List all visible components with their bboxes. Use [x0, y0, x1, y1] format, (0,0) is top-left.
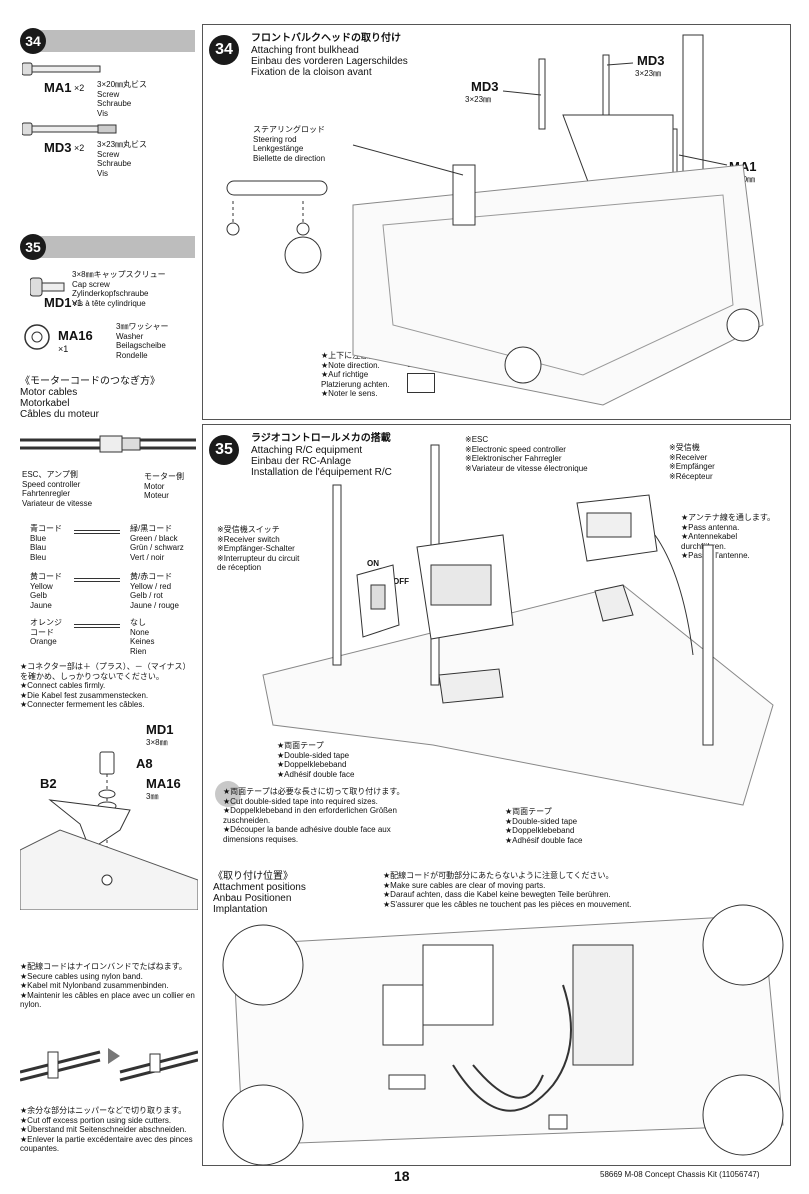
motor-side-label: モーター側 Motor Moteur	[144, 472, 184, 500]
screw-md3-icon	[22, 122, 117, 136]
cord-pair-3-right: なし None Keines Rien	[130, 618, 155, 656]
cord-pair-1-right: 緑/黒コード Green / black Grün / schwarz Vert…	[130, 524, 184, 562]
step35-title-de: Einbau der RC-Anlage	[251, 456, 352, 467]
step35-number: 35	[209, 435, 239, 465]
md3-callout-b-size: 3×23㎜	[635, 69, 662, 78]
receiver-label: ※受信機 ※Receiver ※Empfänger ※Récepteur	[669, 443, 715, 481]
step35-parts-bar	[38, 236, 195, 258]
receiver-switch-label: ※受信機スイッチ ※Receiver switch ※Empfänger-Sch…	[217, 525, 300, 572]
step34-title-jp: フロントバルクヘッドの取り付け	[251, 33, 401, 44]
esc-label: ※ESC ※Electronic speed controller ※Elekt…	[465, 435, 588, 473]
cap-screw-md1-icon	[30, 277, 65, 297]
mount-a8-label: A8	[136, 756, 153, 771]
mount-md1-label: MD1	[146, 722, 174, 737]
page-number: 18	[394, 1168, 410, 1184]
md3-desc: 3×23㎜丸ビス Screw Schraube Vis	[97, 140, 148, 178]
cord-pair-2-line	[74, 578, 120, 582]
step34-title-de: Einbau des vorderen Lagerschildes	[251, 56, 408, 67]
md1-desc: 3×8㎜キャップスクリュー Cap screw Zylinderkopfschr…	[72, 270, 166, 308]
step34-parts-number: 34	[20, 28, 46, 54]
tape-label-1: ★両面テープ ★Double-sided tape ★Doppelklebeba…	[277, 741, 355, 779]
step34-title-en: Attaching front bulkhead	[251, 45, 359, 56]
mount-b2-label: B2	[40, 776, 57, 791]
bracket-mount-illustration	[20, 751, 198, 910]
step35-panel: 35 ラジオコントロールメカの搭載 Attaching R/C equipmen…	[202, 424, 791, 1166]
md3-qty: ×2	[74, 143, 85, 153]
cable-clearance-note: ★配線コードが可動部分にあたらないように注意してください。 ★Make sure…	[383, 871, 632, 909]
nylon-band-illustration	[20, 1048, 198, 1082]
mount-ma16-size: 3㎜	[146, 792, 159, 801]
step34-title-fr: Fixation de la cloison avant	[251, 67, 372, 78]
md3-callout-a-size: 3×23㎜	[465, 95, 492, 104]
md3-label: MD3	[44, 140, 72, 155]
tape-label-2: ★両面テープ ★Double-sided tape ★Doppelklebeba…	[505, 807, 583, 845]
motor-cord-title: 《モーターコードのつなぎ方》 Motor cables Motorkabel C…	[20, 376, 160, 420]
tape-note-marker	[215, 781, 241, 807]
attachment-positions-title: 《取り付け位置》 Attachment positions Anbau Posi…	[213, 871, 306, 915]
ma1-qty: ×2	[74, 83, 85, 93]
cord-pair-1-left: 青コード Blue Blau Bleu	[30, 524, 62, 562]
ma16-qty: ×1	[58, 344, 69, 354]
cord-pair-3-line	[74, 624, 120, 628]
cord-pair-1-line	[74, 530, 120, 534]
kit-code: 58669 M-08 Concept Chassis Kit (11056747…	[600, 1170, 760, 1179]
md3-callout-b: MD3	[637, 53, 665, 68]
nylon-band-note: ★配線コードはナイロンバンドでたばねます。 ★Secure cables usi…	[20, 962, 195, 1009]
steering-rod-label: ステアリングロッド Steering rod Lenkgestänge Biel…	[253, 125, 326, 163]
step34-panel: 34 フロントバルクヘッドの取り付け Attaching front bulkh…	[202, 24, 791, 420]
direction-note: ★上下に注意。 ★Note direction. ★Auf richtige P…	[321, 351, 390, 398]
step35-parts-number: 35	[20, 234, 46, 260]
connector-note: ★コネクター部は＋（プラス）、－（マイナス） を確かめ、しっかりつないでください…	[20, 662, 191, 709]
rc-equipment-illustration	[222, 444, 784, 1165]
mount-ma16-label: MA16	[146, 776, 181, 791]
ma16-label: MA16	[58, 328, 93, 343]
step34-parts-bar	[38, 30, 195, 52]
ma16-desc: 3㎜ワッシャー Washer Beilagscheibe Rondelle	[116, 322, 169, 360]
md3-callout-a: MD3	[471, 79, 499, 94]
cord-pair-2-right: 黄/赤コード Yellow / red Gelb / rot Jaune / r…	[130, 572, 179, 610]
screw-ma1-icon	[22, 62, 101, 76]
ma1-desc: 3×20㎜丸ビス Screw Schraube Vis	[97, 80, 148, 118]
step35-title-en: Attaching R/C equipment	[251, 445, 363, 456]
step34-number: 34	[209, 35, 239, 65]
step35-title-jp: ラジオコントロールメカの搭載	[251, 433, 391, 444]
washer-ma16-icon	[24, 324, 50, 350]
step35-title-fr: Installation de l'équipement R/C	[251, 467, 392, 478]
b15-part-icon	[407, 373, 435, 393]
cord-pair-2-left: 黄コード Yellow Gelb Jaune	[30, 572, 62, 610]
switch-off-label: OFF	[393, 577, 409, 586]
connector-diagram	[20, 435, 196, 453]
cord-pair-3-left: オレンジ コード Orange	[30, 618, 62, 646]
bulkhead-illustration	[226, 34, 764, 406]
esc-side-label: ESC、アンプ側 Speed controller Fahrtenregler …	[22, 470, 93, 508]
switch-on-label: ON	[367, 559, 379, 568]
mount-md1-size: 3×8㎜	[146, 738, 168, 747]
cut-excess-note: ★余分な部分はニッパーなどで切り取ります。 ★Cut off excess po…	[20, 1106, 193, 1153]
md1-qty: ×1	[72, 298, 83, 308]
md1-label: MD1	[44, 295, 72, 310]
tape-size-note: ★両面テープは必要な長さに切って取り付けます。 ★Cut double-side…	[223, 787, 405, 844]
ma1-label: MA1	[44, 80, 72, 95]
